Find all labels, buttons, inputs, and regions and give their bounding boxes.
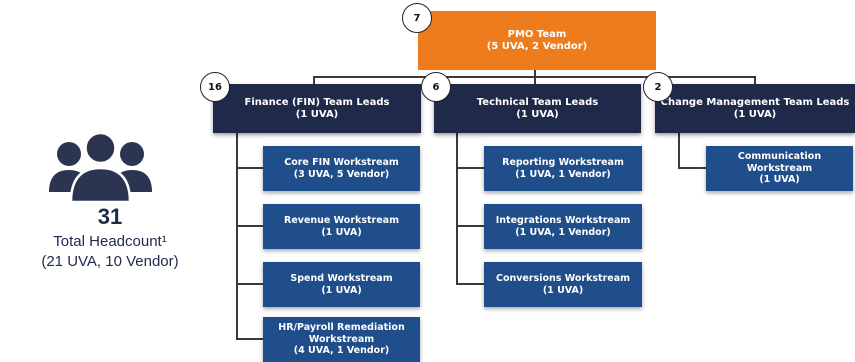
workstream-subtitle: (1 UVA, 1 Vendor) [515, 168, 611, 180]
workstream-subtitle: (1 UVA) [542, 284, 584, 296]
workstream-box: Core FIN Workstream (3 UVA, 5 Vendor) [263, 146, 420, 191]
workstream-title: HR/Payroll Remediation Workstream [278, 322, 405, 345]
workstream-subtitle: (1 UVA) [321, 284, 362, 296]
connector-cm-ws1 [678, 167, 706, 169]
workstream-subtitle: (1 UVA) [321, 226, 362, 238]
workstream-box: Integrations Workstream (1 UVA, 1 Vendor… [484, 204, 642, 249]
workstream-subtitle: (1 UVA) [759, 174, 800, 186]
connector-fin-ws2 [236, 225, 263, 227]
workstream-title: Communication Workstream [737, 151, 822, 174]
workstream-box: Spend Workstream (1 UVA) [263, 262, 420, 307]
workstream-subtitle: (1 UVA, 1 Vendor) [515, 226, 611, 238]
lead-subtitle: (1 UVA) [295, 108, 339, 120]
connector-tech-ws3 [456, 283, 484, 285]
connector-fin-ws4 [236, 338, 263, 340]
workstream-box: Conversions Workstream (1 UVA) [484, 262, 642, 307]
workstream-box: HR/Payroll Remediation Workstream (4 UVA… [263, 317, 420, 362]
connector-tech-ws2 [456, 225, 484, 227]
workstream-subtitle: (3 UVA, 5 Vendor) [293, 168, 390, 180]
workstream-box: Reporting Workstream (1 UVA, 1 Vendor) [484, 146, 642, 191]
workstream-title: Conversions Workstream [495, 273, 631, 285]
headcount-total: 31 [97, 204, 123, 229]
lead-title: Finance (FIN) Team Leads [244, 96, 390, 108]
lead-title: Change Management Team Leads [660, 96, 850, 108]
connector-fin-vertical [236, 133, 238, 339]
pmo-subtitle: (5 UVA, 2 Vendor) [486, 40, 588, 52]
people-group-icon [49, 131, 152, 204]
lead-count-badge-finance: 16 [200, 72, 230, 102]
lead-subtitle: (1 UVA) [516, 108, 559, 120]
workstream-title: Revenue Workstream [284, 215, 399, 227]
headcount-label: Total Headcount¹ [53, 233, 167, 250]
lead-title: Technical Team Leads [476, 96, 599, 108]
connector-tech-ws1 [456, 167, 484, 169]
workstream-subtitle: (4 UVA, 1 Vendor) [293, 345, 390, 357]
lead-box-finance: Finance (FIN) Team Leads (1 UVA) [213, 84, 421, 133]
headcount-detail: (21 UVA, 10 Vendor) [41, 252, 179, 270]
connector-tech-vertical [456, 133, 458, 285]
pmo-team-box: PMO Team (5 UVA, 2 Vendor) [418, 11, 656, 70]
connector-lead-fin [313, 76, 315, 84]
lead-count-badge-change-management: 2 [643, 72, 673, 102]
workstream-title: Core FIN Workstream [284, 157, 399, 169]
workstream-title: Spend Workstream [290, 273, 393, 285]
lead-count-badge-technical: 6 [421, 72, 451, 102]
lead-box-technical: Technical Team Leads (1 UVA) [434, 84, 641, 133]
pmo-title: PMO Team [507, 28, 567, 40]
connector-cm-vertical [678, 133, 680, 169]
connector-lead-cm [754, 76, 756, 84]
pmo-count-badge: 7 [402, 3, 432, 33]
workstream-box: Communication Workstream (1 UVA) [706, 146, 853, 191]
connector-fin-ws1 [236, 167, 263, 169]
connector-pmo-down [534, 70, 536, 77]
connector-lead-tech [534, 76, 536, 84]
connector-fin-ws3 [236, 283, 263, 285]
workstream-title: Reporting Workstream [502, 157, 624, 169]
workstream-box: Revenue Workstream (1 UVA) [263, 204, 420, 249]
workstream-title: Integrations Workstream [495, 215, 631, 227]
lead-box-change-management: Change Management Team Leads (1 UVA) [655, 84, 855, 133]
lead-subtitle: (1 UVA) [733, 108, 777, 120]
headcount-label-block: Total Headcount¹ (21 UVA, 10 Vendor) [5, 232, 215, 271]
